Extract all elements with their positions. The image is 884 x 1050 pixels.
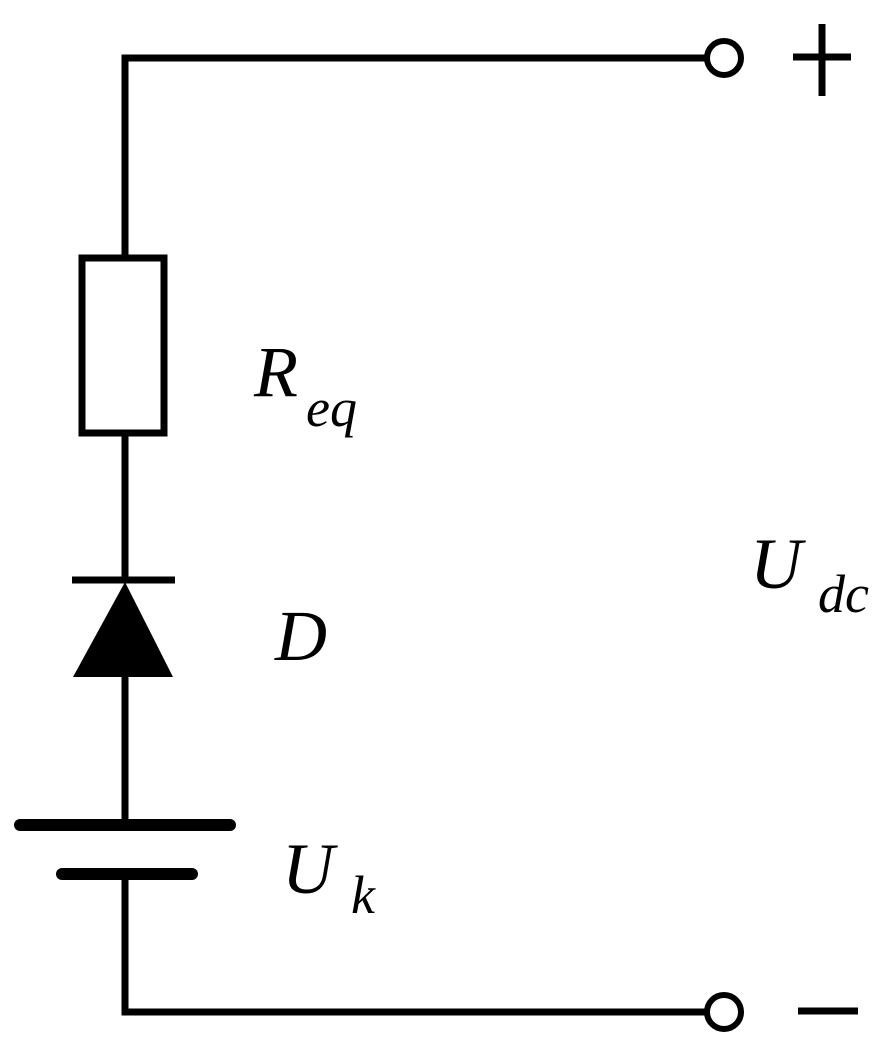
- plus-sign-icon: [793, 24, 851, 96]
- resistor: [78, 254, 168, 437]
- top-wire: [121, 54, 710, 262]
- output-voltage-label: U: [750, 524, 806, 604]
- diode-label: D: [274, 596, 327, 676]
- resistor-label-subscript: eq: [306, 378, 357, 438]
- minus-terminal: [704, 992, 744, 1032]
- output-voltage-label-subscript: dc: [818, 564, 869, 624]
- source-label-subscript: k: [351, 865, 376, 925]
- diode-symbol: [73, 582, 173, 677]
- resistor-label: R: [253, 332, 298, 412]
- bottom-wire: [121, 870, 710, 1016]
- source-label: U: [282, 829, 338, 909]
- plus-terminal: [704, 38, 744, 78]
